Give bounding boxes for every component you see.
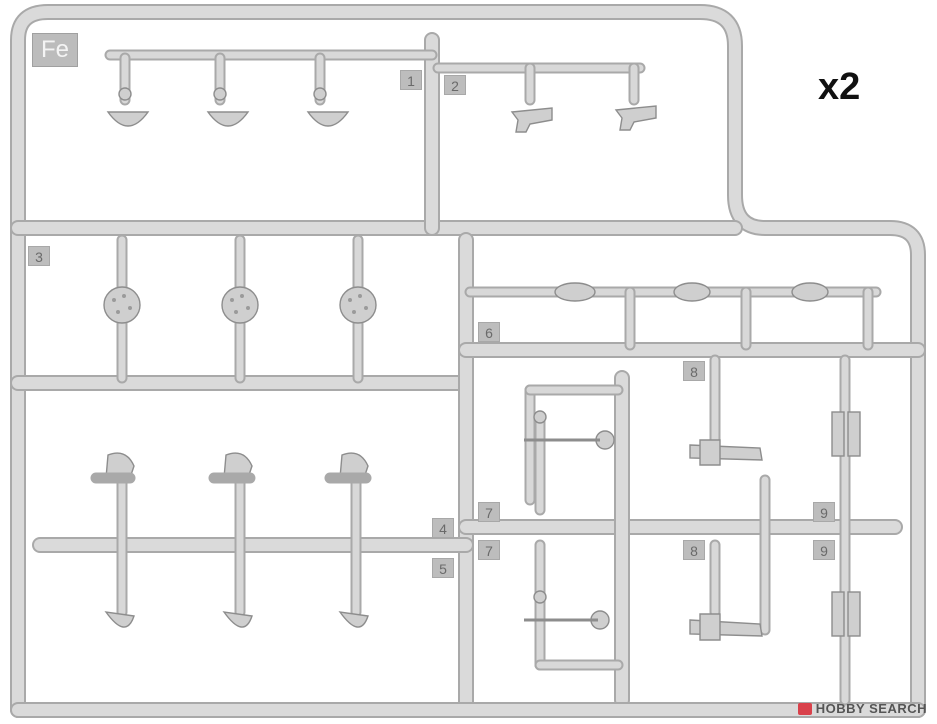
part-number-label: 1 (400, 70, 422, 90)
hobby-search-logo-icon (797, 702, 812, 715)
part-number-label: 2 (444, 75, 466, 95)
part-number-label: 7 (478, 502, 500, 522)
runners (10, 32, 926, 718)
part-4-5-group (90, 452, 372, 628)
part-6-group (464, 282, 882, 351)
part-number-label: 8 (683, 540, 705, 560)
sprue-code-label: Fe (32, 33, 78, 67)
part-3-group (103, 234, 377, 384)
part-number-label: 5 (432, 558, 454, 578)
part-number-label: 9 (813, 502, 835, 522)
watermark: HOBBY SEARCH (797, 701, 927, 716)
part-number-label: 7 (478, 540, 500, 560)
part-2-group (432, 62, 657, 133)
part-9-group (831, 354, 861, 706)
part-number-label: 6 (478, 322, 500, 342)
sprue-frame (10, 4, 926, 718)
part-7-group (524, 384, 624, 671)
watermark-text: HOBBY SEARCH (815, 701, 927, 716)
part-number-label: 9 (813, 540, 835, 560)
part-1-group (104, 49, 438, 127)
part-number-label: 4 (432, 518, 454, 538)
part-8-group (689, 354, 771, 641)
sprue-quantity: x2 (818, 66, 861, 108)
part-number-label: 3 (28, 246, 50, 266)
part-number-label: 8 (683, 361, 705, 381)
